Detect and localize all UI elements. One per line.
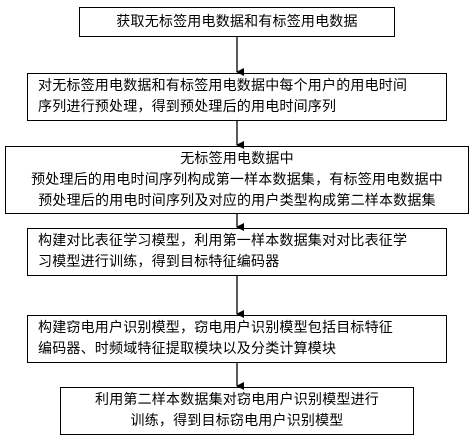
step-2-line-1: 对无标签用电数据和有标签用电数据中每个用户的用电时间 (38, 78, 408, 94)
step-3-line-2: 预处理后的用电时间序列构成第一样本数据集，有标签用电数据中 (31, 171, 443, 188)
step-5-line-2: 编码器、时频域特征提取模块以及分类计算模块 (38, 341, 337, 357)
step-box-2: 对无标签用电数据和有标签用电数据中每个用户的用电时间 序列进行预处理，得到预处理… (27, 73, 447, 121)
step-4-line-2: 习模型进行训练，得到目标特征编码器 (38, 254, 280, 270)
step-3-line-1: 无标签用电数据中 (180, 150, 294, 167)
step-box-3: 无标签用电数据中 预处理后的用电时间序列构成第一样本数据集，有标签用电数据中 预… (5, 146, 469, 214)
step-1-line-1: 获取无标签用电数据和有标签用电数据 (116, 13, 358, 30)
step-6-line-1: 利用第二样本数据集对窃电用户识别模型进行 (95, 392, 379, 408)
step-box-6: 利用第二样本数据集对窃电用户识别模型进行 训练，得到目标窃电用户识别模型 (60, 387, 414, 435)
step-5-line-1: 构建窃电用户识别模型，窃电用户识别模型包括目标特征 (38, 320, 393, 336)
step-3-line-3: 预处理后的用电时间序列及对应的用户类型构成第二样本数据集 (38, 192, 436, 209)
step-4-line-1: 构建对比表征学习模型，利用第一样本数据集对对比表征学 (38, 233, 408, 249)
step-2-line-2: 序列进行预处理，得到预处理后的用电时间序列 (38, 99, 337, 115)
step-box-5: 构建窃电用户识别模型，窃电用户识别模型包括目标特征 编码器、时频域特征提取模块以… (27, 315, 447, 363)
step-box-1: 获取无标签用电数据和有标签用电数据 (79, 7, 395, 37)
step-6-line-2: 训练，得到目标窃电用户识别模型 (130, 413, 344, 429)
